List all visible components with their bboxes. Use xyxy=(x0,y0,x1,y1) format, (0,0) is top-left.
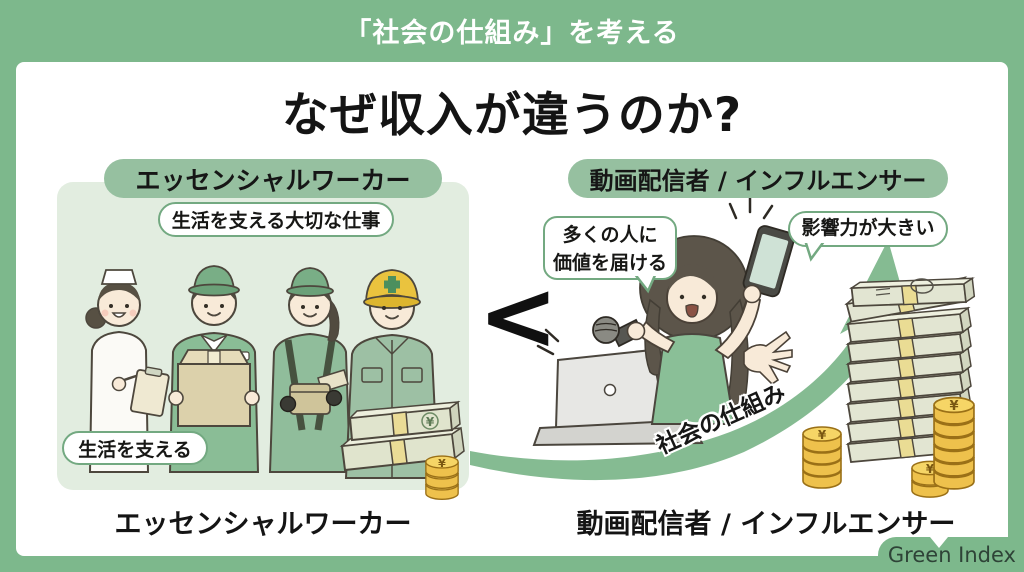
page-title: なぜ収入が違うのか? xyxy=(281,88,743,143)
essential-worker-pill: エッセンシャルワーカー xyxy=(104,159,442,198)
impact-bubble-text: 影響力が大きい xyxy=(801,217,935,239)
impact-speech-bubble: 影響力が大きい xyxy=(788,211,948,262)
currency-yen-text: ¥ xyxy=(949,399,958,414)
currency-yen-text: ¥ xyxy=(818,428,827,442)
essential-support-tag: 生活を支える xyxy=(62,431,208,465)
speech-tail-icon xyxy=(804,243,825,262)
header-title: 「社会の仕組み」を考える xyxy=(344,18,680,49)
small-coin-stack-icon: ¥ xyxy=(425,455,459,500)
brand-tag: Green Index xyxy=(878,537,1024,572)
coin-stacks-icon: ¥ ¥ ¥ xyxy=(802,396,975,498)
reach-bubble-line2: 価値を届ける xyxy=(552,252,667,274)
essential-caption: エッセンシャルワーカー xyxy=(114,509,412,540)
essential-description-tag: 生活を支える大切な仕事 xyxy=(158,202,394,237)
money-stack-large-illustration xyxy=(844,271,977,463)
reach-speech-bubble: 多くの人に 価値を届ける xyxy=(543,216,677,294)
field-worker-illustration xyxy=(268,267,352,473)
laptop-icon xyxy=(532,328,704,447)
speech-tail-icon xyxy=(634,276,657,294)
reach-bubble-line1: 多くの人に xyxy=(562,224,658,246)
money-stack-small-illustration: ¥ ¥ xyxy=(339,400,465,500)
influencer-caption: 動画配信者 / インフルエンサー xyxy=(576,509,956,540)
currency-yen-text: ¥ xyxy=(426,415,435,429)
brand-tag-tail xyxy=(930,537,948,548)
comparison-symbol: < xyxy=(478,260,559,372)
influencer-pill: 動画配信者 / インフルエンサー xyxy=(568,159,948,198)
currency-yen-text: ¥ xyxy=(438,457,446,470)
currency-yen-text: ¥ xyxy=(926,462,935,476)
